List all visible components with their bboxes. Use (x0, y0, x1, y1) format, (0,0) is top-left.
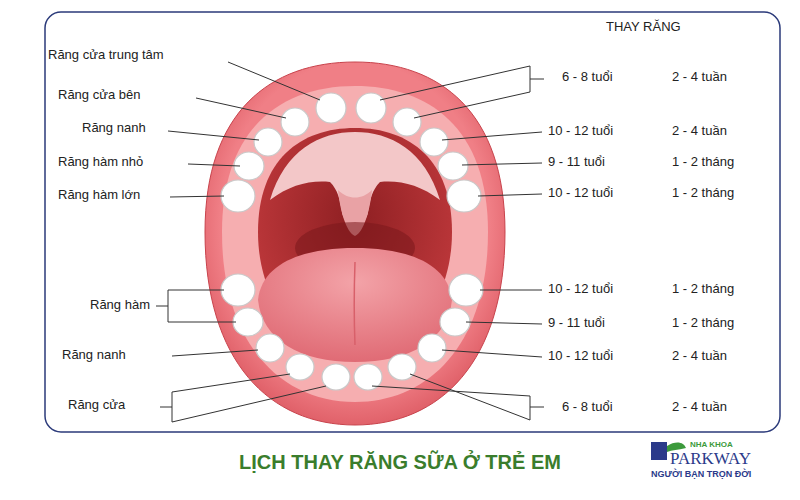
part-name: Răng hàm lớn (58, 188, 140, 203)
duration: 2 - 4 tuần (672, 70, 727, 85)
age-range: 10 - 12 tuổi (548, 349, 613, 364)
logo-text: PARKWAY (670, 449, 751, 469)
part-name: Răng cửa (68, 398, 125, 413)
tongue (258, 248, 452, 362)
age-range: 10 - 12 tuổi (548, 282, 613, 297)
age-range: 9 - 11 tuổi (548, 155, 605, 170)
logo-text: NHA KHOA (690, 440, 733, 449)
lips (205, 62, 505, 425)
part-name: Răng cửa trung tâm (48, 48, 164, 63)
part-name: Răng nanh (62, 348, 126, 363)
age-range: 10 - 12 tuổi (548, 124, 613, 139)
duration: 2 - 4 tuần (672, 124, 727, 139)
duration: 1 - 2 tháng (672, 316, 734, 331)
frame (45, 12, 780, 432)
duration: 1 - 2 tháng (672, 186, 734, 201)
part-name: Răng hàm nhỏ (58, 155, 143, 170)
leader-lines (156, 62, 544, 422)
lower-teeth (221, 274, 483, 390)
duration: 1 - 2 tháng (672, 155, 734, 170)
column-heading: THAY RĂNG (606, 20, 681, 35)
gums (222, 86, 488, 402)
part-name: Răng nanh (82, 121, 146, 136)
duration: 1 - 2 tháng (672, 282, 734, 297)
age-range: 9 - 11 tuổi (548, 316, 605, 331)
age-range: 10 - 12 tuổi (548, 186, 613, 201)
caption: LỊCH THAY RĂNG SỮA Ở TRẺ EM (239, 451, 561, 474)
part-name: Răng cửa bên (58, 88, 140, 103)
upper-teeth (221, 93, 481, 212)
age-range: 6 - 8 tuổi (562, 400, 613, 415)
duration: 2 - 4 tuần (672, 349, 727, 364)
age-range: 6 - 8 tuổi (562, 70, 613, 85)
tongue-line (354, 262, 356, 345)
duration: 2 - 4 tuần (672, 400, 727, 415)
logo-slogan: NGƯỜI BẠN TRỌN ĐỜI (651, 469, 751, 479)
part-name: Răng hàm (90, 298, 150, 313)
